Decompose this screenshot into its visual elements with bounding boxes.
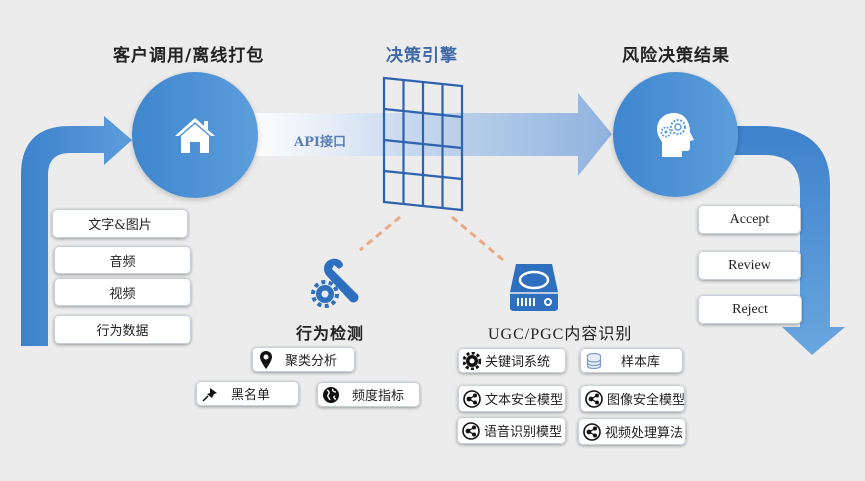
gear-icon [462, 351, 482, 371]
content-item-image-safety-model[interactable]: 图像安全模型 [580, 385, 685, 412]
globe-icon [321, 385, 341, 405]
map-pin-icon [256, 350, 276, 370]
input-label: 文字&图片 [88, 218, 152, 233]
outcome-label: Accept [729, 211, 770, 227]
content-item-label: 图像安全模型 [606, 393, 685, 408]
home-icon [173, 115, 217, 155]
model-network-icon [582, 422, 602, 442]
database-icon [584, 351, 604, 371]
content-item-keyword-system[interactable]: 关键词系统 [458, 348, 566, 373]
input-text-image[interactable]: 文字&图片 [52, 209, 188, 238]
input-label: 行为数据 [96, 324, 149, 339]
behavior-item-blacklist[interactable]: 黑名单 [196, 381, 299, 406]
model-network-icon [462, 389, 482, 409]
decision-engine-grid-icon [382, 76, 464, 212]
api-label: API接口 [294, 135, 346, 150]
outcome-label: Review [728, 257, 771, 273]
result-node [613, 72, 738, 197]
outcome-review[interactable]: Review [698, 251, 801, 280]
content-item-label: 语音识别模型 [484, 425, 563, 440]
behavior-item-frequency[interactable]: 频度指标 [317, 382, 420, 407]
content-item-text-safety-model[interactable]: 文本安全模型 [458, 385, 566, 412]
input-label: 音频 [109, 254, 136, 270]
hard-drive-icon [510, 264, 558, 311]
client-node [132, 72, 258, 198]
outcome-reject[interactable]: Reject [698, 295, 802, 324]
client-title: 客户调用/离线打包 [113, 46, 265, 66]
outcome-label: Reject [732, 301, 768, 317]
engine-title: 决策引擎 [386, 46, 458, 66]
content-item-label: 文本安全模型 [485, 393, 564, 408]
wrench-gear-icon [311, 258, 359, 308]
head-gears-icon [654, 111, 698, 159]
content-item-label: 视频处理算法 [605, 426, 684, 441]
content-item-video-processing-algorithm[interactable]: 视频处理算法 [578, 418, 686, 445]
model-network-icon [584, 389, 604, 409]
behavior-item-label: 黑名单 [231, 388, 271, 403]
outcome-accept[interactable]: Accept [698, 205, 801, 234]
content-item-speech-recognition-model[interactable]: 语音识别模型 [457, 417, 566, 444]
input-video[interactable]: 视频 [54, 278, 191, 306]
content-item-sample-library[interactable]: 样本库 [580, 348, 683, 373]
input-behavior-data[interactable]: 行为数据 [54, 315, 191, 344]
content-item-label: 样本库 [621, 355, 661, 370]
input-audio[interactable]: 音频 [54, 246, 191, 274]
behavior-title: 行为检测 [296, 324, 365, 343]
pushpin-icon [200, 384, 220, 404]
content-item-label: 关键词系统 [485, 355, 551, 370]
behavior-item-label: 聚类分析 [285, 354, 338, 369]
behavior-item-cluster[interactable]: 聚类分析 [252, 347, 355, 372]
behavior-item-label: 频度指标 [352, 389, 405, 404]
content-title: UGC/PGC内容识别 [488, 326, 633, 343]
model-network-icon [461, 421, 481, 441]
result-title: 风险决策结果 [622, 46, 730, 66]
input-label: 视频 [109, 286, 136, 302]
